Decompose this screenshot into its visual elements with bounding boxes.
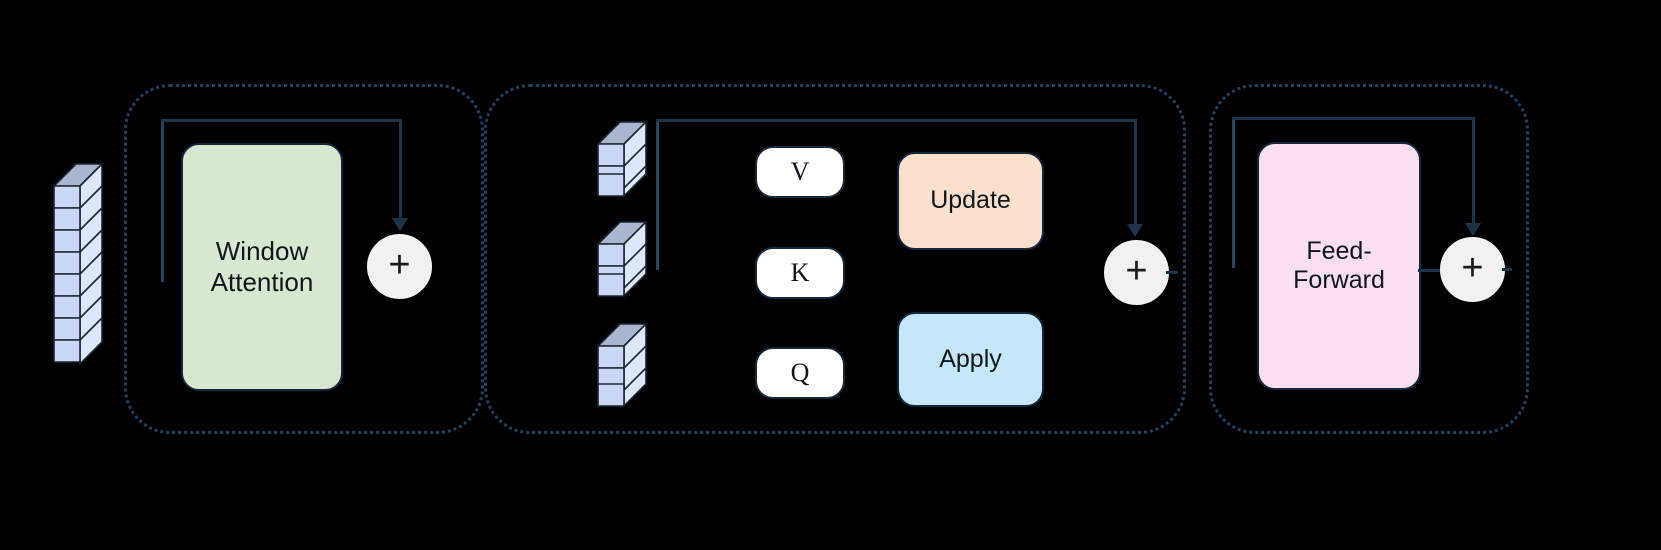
block-k[interactable]: K [755, 247, 845, 299]
residual-line-3-top [1232, 117, 1475, 120]
feed-forward-output-stub [1418, 269, 1442, 272]
k-token-stack [596, 218, 648, 302]
residual-line-1-right [399, 119, 402, 220]
residual-arrow-1 [392, 218, 408, 231]
add-node-3-output-stub [1502, 268, 1512, 271]
block-window-attention[interactable]: Window Attention [181, 143, 343, 391]
residual-line-3-left [1232, 118, 1235, 268]
v-token-stack [596, 118, 648, 202]
add-node-1[interactable]: + [367, 234, 432, 299]
group-window-attention [124, 84, 484, 434]
residual-line-1-top [161, 119, 402, 122]
block-v[interactable]: V [755, 146, 845, 198]
add-node-3[interactable]: + [1440, 237, 1505, 302]
block-update[interactable]: Update [897, 152, 1044, 250]
residual-line-1-left [161, 120, 164, 282]
block-apply[interactable]: Apply [897, 312, 1044, 407]
residual-line-2-right [1134, 119, 1137, 226]
block-feed-forward[interactable]: Feed- Forward [1257, 142, 1421, 390]
block-q[interactable]: Q [755, 347, 845, 399]
residual-arrow-3 [1465, 223, 1481, 236]
add-node-2-output-stub [1166, 271, 1178, 274]
group-feed-forward [1209, 84, 1529, 434]
group-kv-memory [484, 84, 1186, 434]
residual-line-2-top [656, 119, 1136, 122]
residual-line-3-right [1472, 117, 1475, 225]
residual-line-2-left [656, 120, 659, 270]
q-token-stack [596, 320, 648, 412]
input-token-stack [52, 160, 104, 372]
residual-arrow-2 [1127, 224, 1143, 237]
add-node-2[interactable]: + [1104, 240, 1169, 305]
